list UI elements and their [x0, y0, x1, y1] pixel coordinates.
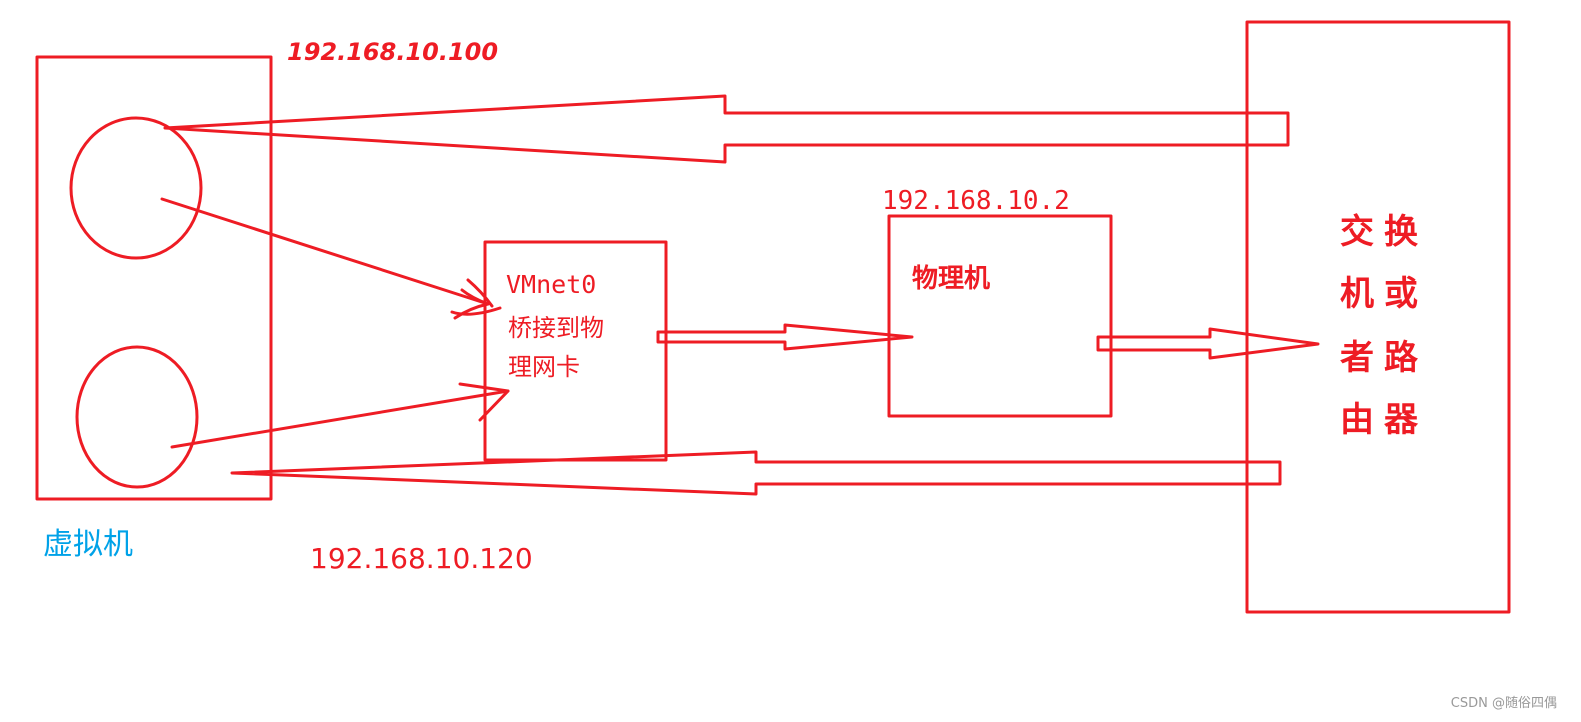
physical-machine-label: 物理机	[912, 264, 991, 294]
vmnet0-desc-line2: 理网卡	[508, 353, 580, 381]
vmnet0-name-label: VMnet0	[506, 270, 597, 299]
csdn-watermark: CSDN @随俗四偶	[1450, 696, 1557, 711]
switch-label-line3: 者路	[1340, 338, 1428, 378]
vm-bottom-ip-label: 192.168.10.120	[310, 542, 533, 575]
arrow-physical-to-switch	[1096, 327, 1320, 360]
virtual-machine-label: 虚拟机	[43, 527, 133, 562]
switch-label-line4: 由器	[1340, 400, 1428, 440]
physical-machine-box	[887, 214, 1113, 418]
arrow-nic-top-to-vmnet	[160, 197, 502, 320]
vm-top-ip-label: 192.168.10.100	[287, 38, 499, 66]
physical-ip-label: 192.168.10.2	[882, 186, 1070, 216]
arrow-vmnet-to-physical	[656, 323, 914, 351]
switch-label-line2: 机或	[1340, 274, 1428, 314]
arrow-switch-to-vm-top	[163, 94, 1290, 164]
arrow-nic-bottom-to-vmnet	[170, 382, 510, 449]
arrow-switch-to-vm-bottom	[230, 450, 1282, 496]
vmnet0-desc-line1: 桥接到物	[508, 314, 604, 342]
vm-nic-bottom	[75, 345, 199, 489]
switch-router-box	[1245, 20, 1511, 614]
virtual-machine-box	[35, 55, 273, 501]
switch-label-line1: 交换	[1340, 212, 1428, 252]
vm-nic-top	[69, 116, 203, 260]
